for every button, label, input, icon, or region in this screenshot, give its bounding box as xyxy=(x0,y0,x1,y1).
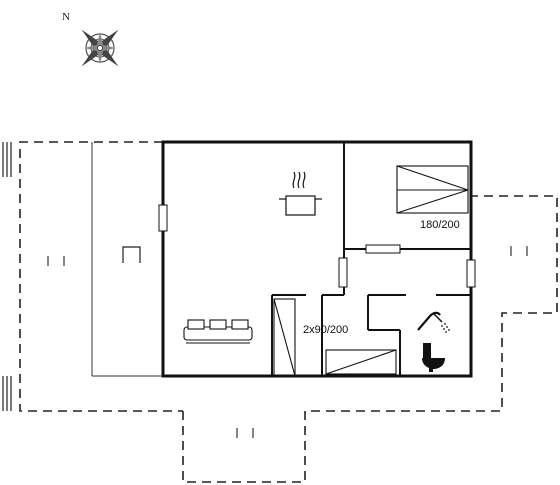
twin-beds xyxy=(273,298,397,377)
double-bed-label: 180/200 xyxy=(420,219,460,231)
toilet-icon xyxy=(422,343,445,372)
twin-bed-label: 2x90/200 xyxy=(303,324,348,336)
terrace-inner-lines xyxy=(91,142,163,377)
terrace-markers xyxy=(47,246,528,438)
terrace-outline xyxy=(19,141,558,483)
sofa-icon xyxy=(183,319,253,344)
double-bed xyxy=(396,165,469,214)
north-label: N xyxy=(62,11,70,23)
shower-spray xyxy=(441,323,450,333)
house-walls xyxy=(161,140,473,378)
compass-rose-icon xyxy=(81,29,119,67)
cooking-pot-icon xyxy=(279,171,322,216)
compass: N xyxy=(62,11,119,67)
windows xyxy=(158,204,476,288)
outdoor-item-icon xyxy=(122,246,141,263)
shower-icon xyxy=(417,311,443,331)
edge-marks xyxy=(2,142,12,411)
